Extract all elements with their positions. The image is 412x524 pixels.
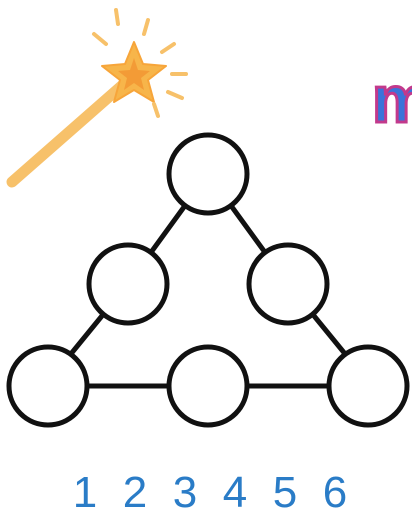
number-6[interactable]: 6 — [310, 468, 360, 518]
number-2[interactable]: 2 — [110, 468, 160, 518]
number-choices: 1 2 3 4 5 6 — [60, 468, 360, 518]
title-fragment: m — [372, 62, 412, 136]
circle-middle-left[interactable] — [89, 245, 167, 323]
magic-wand-icon — [12, 10, 186, 182]
circle-middle-right[interactable] — [249, 245, 327, 323]
circle-bottom-middle[interactable] — [169, 347, 247, 425]
number-3[interactable]: 3 — [160, 468, 210, 518]
triangle-diagram: m — [0, 0, 412, 470]
circle-bottom-left[interactable] — [9, 347, 87, 425]
number-5[interactable]: 5 — [260, 468, 310, 518]
number-4[interactable]: 4 — [210, 468, 260, 518]
circle-top[interactable] — [169, 135, 247, 213]
circle-bottom-right[interactable] — [329, 347, 407, 425]
number-1[interactable]: 1 — [60, 468, 110, 518]
